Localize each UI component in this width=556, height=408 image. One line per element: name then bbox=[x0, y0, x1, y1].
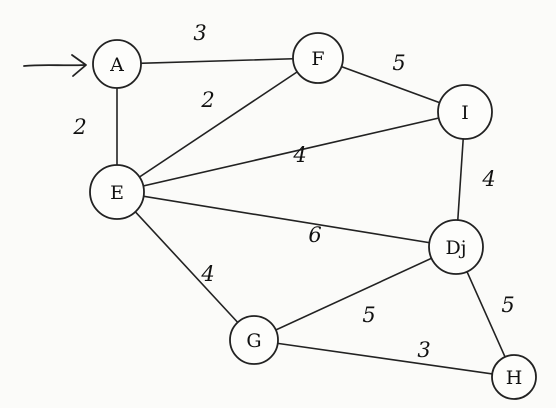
edge-e-i bbox=[116, 111, 466, 193]
edge-g-h bbox=[253, 339, 515, 378]
node-e: E bbox=[89, 164, 145, 220]
edge-weight-e-i: 4 bbox=[292, 143, 306, 167]
edge-weight-a-f: 3 bbox=[193, 21, 206, 45]
node-label-f: F bbox=[311, 48, 324, 70]
edge-d-g bbox=[253, 246, 457, 341]
node-circle-a bbox=[92, 39, 142, 89]
node-circle-h bbox=[491, 354, 537, 400]
node-label-d: Dj bbox=[445, 237, 466, 259]
edge-weight-f-e: 2 bbox=[200, 88, 214, 112]
node-h: H bbox=[491, 354, 537, 400]
edge-weight-a-e: 2 bbox=[72, 115, 86, 139]
edge-weight-e-d: 6 bbox=[308, 223, 321, 247]
edge-weight-d-g: 5 bbox=[362, 303, 375, 327]
edge-e-g bbox=[116, 191, 255, 341]
node-circle-g bbox=[229, 315, 279, 365]
edge-weight-i-d: 4 bbox=[481, 167, 495, 191]
node-f: F bbox=[292, 32, 344, 84]
start-arrow bbox=[23, 54, 87, 77]
node-circle-i bbox=[437, 84, 493, 140]
node-circle-f bbox=[292, 32, 344, 84]
node-a: A bbox=[92, 39, 142, 89]
weights-layer: 3 2 2 5 4 4 6 4 5 5 3 bbox=[72, 21, 514, 362]
edge-a-f bbox=[116, 57, 319, 65]
edge-weight-e-g: 4 bbox=[200, 262, 214, 286]
start-arrow-head bbox=[71, 54, 87, 77]
node-g: G bbox=[229, 315, 279, 365]
node-circle-e bbox=[89, 164, 145, 220]
edge-f-e bbox=[116, 57, 319, 193]
node-label-e: E bbox=[110, 182, 124, 204]
edge-weight-f-i: 5 bbox=[392, 51, 405, 75]
edge-e-d bbox=[116, 191, 457, 248]
node-label-a: A bbox=[109, 54, 124, 76]
edge-weight-g-h: 3 bbox=[417, 338, 430, 362]
node-label-i: I bbox=[461, 102, 469, 124]
nodes-layer: A F I E DjG H bbox=[89, 32, 537, 400]
node-circle-d bbox=[428, 219, 484, 275]
node-d: Dj bbox=[428, 219, 484, 275]
node-label-g: G bbox=[246, 330, 261, 352]
edge-weight-d-h: 5 bbox=[501, 293, 514, 317]
start-arrow-shaft bbox=[23, 64, 86, 67]
node-i: I bbox=[437, 84, 493, 140]
node-label-h: H bbox=[506, 367, 523, 389]
